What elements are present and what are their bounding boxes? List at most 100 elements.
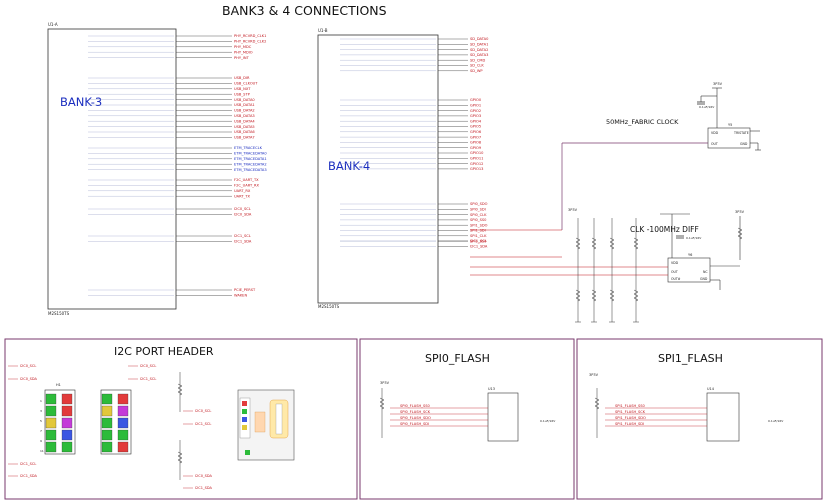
bank3-net-label: PCIE_PERST — [234, 288, 256, 292]
bank4-net-label: GPIO7 — [470, 135, 481, 139]
spi-net-label: SPI1_FLASH_SDI — [615, 422, 644, 426]
bank3-net-label: USB_DATA1 — [234, 103, 255, 107]
i2c-pin-number: 3 — [40, 409, 42, 413]
bank4-net-label: I2C1_SCL — [470, 239, 487, 243]
i2c-pin-number: 5 — [40, 419, 42, 423]
bank4-net-label: SPI0_SDI — [470, 208, 486, 212]
spi-net-label: SPI1_FLASH_SCK — [615, 410, 646, 414]
bank4-net-label: GPIO9 — [470, 146, 482, 150]
diff-clock-supply-2: 3P3V — [735, 210, 745, 214]
bank3-net-label: I2C1_SCL — [234, 234, 251, 238]
bank3-net-label: WAKEN — [234, 294, 247, 298]
i2c-net-label: I2C1_SCL — [195, 422, 211, 426]
spi-net-label: SPI0_FLASH_SDO — [400, 416, 431, 420]
bank4-net-label: SD_CLK — [470, 64, 484, 68]
i2c-net-label: I2C0_SDA — [195, 474, 213, 478]
bank3-net-label: PHY_RCVRD_CLK2 — [234, 40, 266, 44]
bank3-net-label: PHY_MDIO — [234, 50, 253, 54]
bank4-net-label: SD_DATA2 — [470, 48, 488, 52]
bank4-symbol[interactable]: U1-B M2S150TS BANK-4 SD_DATA0SD_DATA1SD_… — [317, 28, 489, 309]
diff-clock-refdes: Y6 — [688, 253, 692, 257]
spi1-panel[interactable]: SPI1_FLASH U14 3P3V 0.1uF/16V SPI1_FLASH… — [576, 338, 823, 500]
i2c-net-label: I2C0_SCL — [140, 364, 156, 368]
i2c-net-label: I2C0_SDA — [20, 377, 38, 381]
bank3-net-label: F2C_UART_RX — [234, 184, 259, 188]
diff-clock-oscillator[interactable]: CLK -100MHz DIFF 3P3V 3P3V VDD OUT OUT# … — [470, 208, 745, 323]
bank4-net-label: GPIO3 — [470, 114, 481, 118]
i2c-net-label: I2C1_SDA — [20, 474, 38, 478]
diff-clock-supply-1: 3P3V — [568, 208, 578, 212]
bank3-symbol[interactable]: U1-A M2S150TS BANK-3 PHY_RCVRD_CLK1PHY_R… — [47, 22, 267, 316]
spi-net-label: SPI1_FLASH_SS0 — [615, 404, 646, 408]
spi1-refdes: U14 — [707, 387, 715, 391]
bank4-net-label: GPIO5 — [470, 125, 481, 129]
spi0-panel-title: SPI0_FLASH — [425, 352, 490, 365]
bank4-net-label: GPIO10 — [470, 151, 484, 155]
bank4-label: BANK-4 — [328, 159, 370, 173]
bank3-net-label: USB_DIR — [234, 76, 250, 80]
fabric-clock-supply: 3P3V — [713, 82, 723, 86]
bank3-net-label: USB_DATA6 — [234, 130, 255, 134]
diff-clock-pin-outp: OUT — [671, 270, 678, 274]
spi1-cap: 0.1uF/16V — [768, 419, 784, 423]
bank3-net-label: USB_NXT — [234, 87, 251, 91]
bank4-part: M2S150TS — [318, 304, 340, 309]
bank3-net-label: USB_DATA5 — [234, 125, 255, 129]
bank3-net-label: I2C0_SCL — [234, 207, 251, 211]
i2c-pin-number: 1 — [40, 399, 42, 403]
fabric-clock-refdes: Y5 — [728, 123, 732, 127]
spi0-panel[interactable]: SPI0_FLASH U13 3P3V 0.1uF/16V SPI0_FLASH… — [359, 338, 575, 500]
diff-clock-pin-outn: OUT# — [671, 277, 681, 281]
i2c-header-refdes: H1 — [56, 383, 61, 387]
bank3-net-label: I2C0_SDA — [234, 213, 252, 217]
bank3-net-label: USB_DATA2 — [234, 109, 255, 113]
bank3-net-label: USB_DATA0 — [234, 98, 255, 102]
bank3-net-label: USB_CLKOUT — [234, 82, 258, 86]
diff-clock-resistors — [575, 218, 639, 323]
spi0-nets: SPI0_FLASH_SS0SPI0_FLASH_SCKSPI0_FLASH_S… — [379, 388, 488, 438]
diff-clock-pin-gnd: GND — [700, 277, 708, 281]
i2c-net-label: I2C1_SDA — [195, 486, 213, 490]
fabric-clock-pin-tristate: TRISTATE — [733, 131, 749, 135]
diff-clock-cap: 0.1uF/16V — [686, 236, 702, 240]
sheet-title: BANK3 & 4 CONNECTIONS — [222, 3, 387, 18]
bank3-part: M2S150TS — [48, 311, 70, 316]
bank3-net-label: USB_DATA3 — [234, 114, 255, 118]
spi0-supply: 3P3V — [380, 381, 390, 385]
spi1-supply: 3P3V — [589, 373, 599, 377]
spi-net-label: SPI1_FLASH_SDO — [615, 416, 646, 420]
fabric-clock-oscillator[interactable]: 50MHz_FABRIC CLOCK 3P3V 0.1uF/16V VDD TR… — [470, 82, 761, 231]
diff-clock-title: CLK -100MHz DIFF — [630, 225, 699, 234]
bank3-nets: PHY_RCVRD_CLK1PHY_RCVRD_CLK2PHY_MDCPHY_M… — [234, 34, 267, 297]
bank4-nets: SD_DATA0SD_DATA1SD_DATA2SD_DATA3SD_CMDSD… — [470, 37, 489, 248]
fabric-clock-pin-out: OUT — [711, 142, 718, 146]
diff-clock-pin-vdd: VDD — [671, 261, 679, 265]
fabric-clock-pin-vdd: VDD — [711, 131, 719, 135]
bank4-net-label: GPIO4 — [470, 119, 482, 123]
bank4-net-label: GPIO6 — [470, 130, 482, 134]
bank4-net-label: SD_CMD — [470, 58, 485, 62]
bank3-net-label: USB_DATA4 — [234, 119, 255, 123]
bank4-net-label: SPI1_SDO — [470, 223, 488, 227]
i2c-connector-footprint — [237, 389, 295, 461]
i2c-pin-number: 7 — [40, 429, 42, 433]
bank4-net-label: SPI0_CLK — [470, 213, 487, 217]
bank3-net-label: UART_RX — [234, 189, 251, 193]
bank4-net-label: GPIO0 — [470, 98, 482, 102]
bank3-net-label: PHY_INT — [234, 56, 250, 60]
spi0-refdes: U13 — [488, 387, 495, 391]
bank3-pins — [88, 35, 232, 296]
spi0-cap: 0.1uF/16V — [540, 419, 556, 423]
bank3-net-label: ETM_TRACEDATA2 — [234, 162, 267, 166]
bank4-pins — [340, 38, 468, 247]
bank4-net-label: SD_DATA1 — [470, 43, 488, 47]
spi-net-label: SPI0_FLASH_SDI — [400, 422, 429, 426]
bank3-net-label: USB_DATA7 — [234, 136, 255, 140]
bank4-net-label: SPI0_SS0 — [470, 218, 487, 222]
i2c-net-label: I2C1_SCL — [20, 462, 36, 466]
bank4-refdes: U1-B — [318, 28, 328, 33]
